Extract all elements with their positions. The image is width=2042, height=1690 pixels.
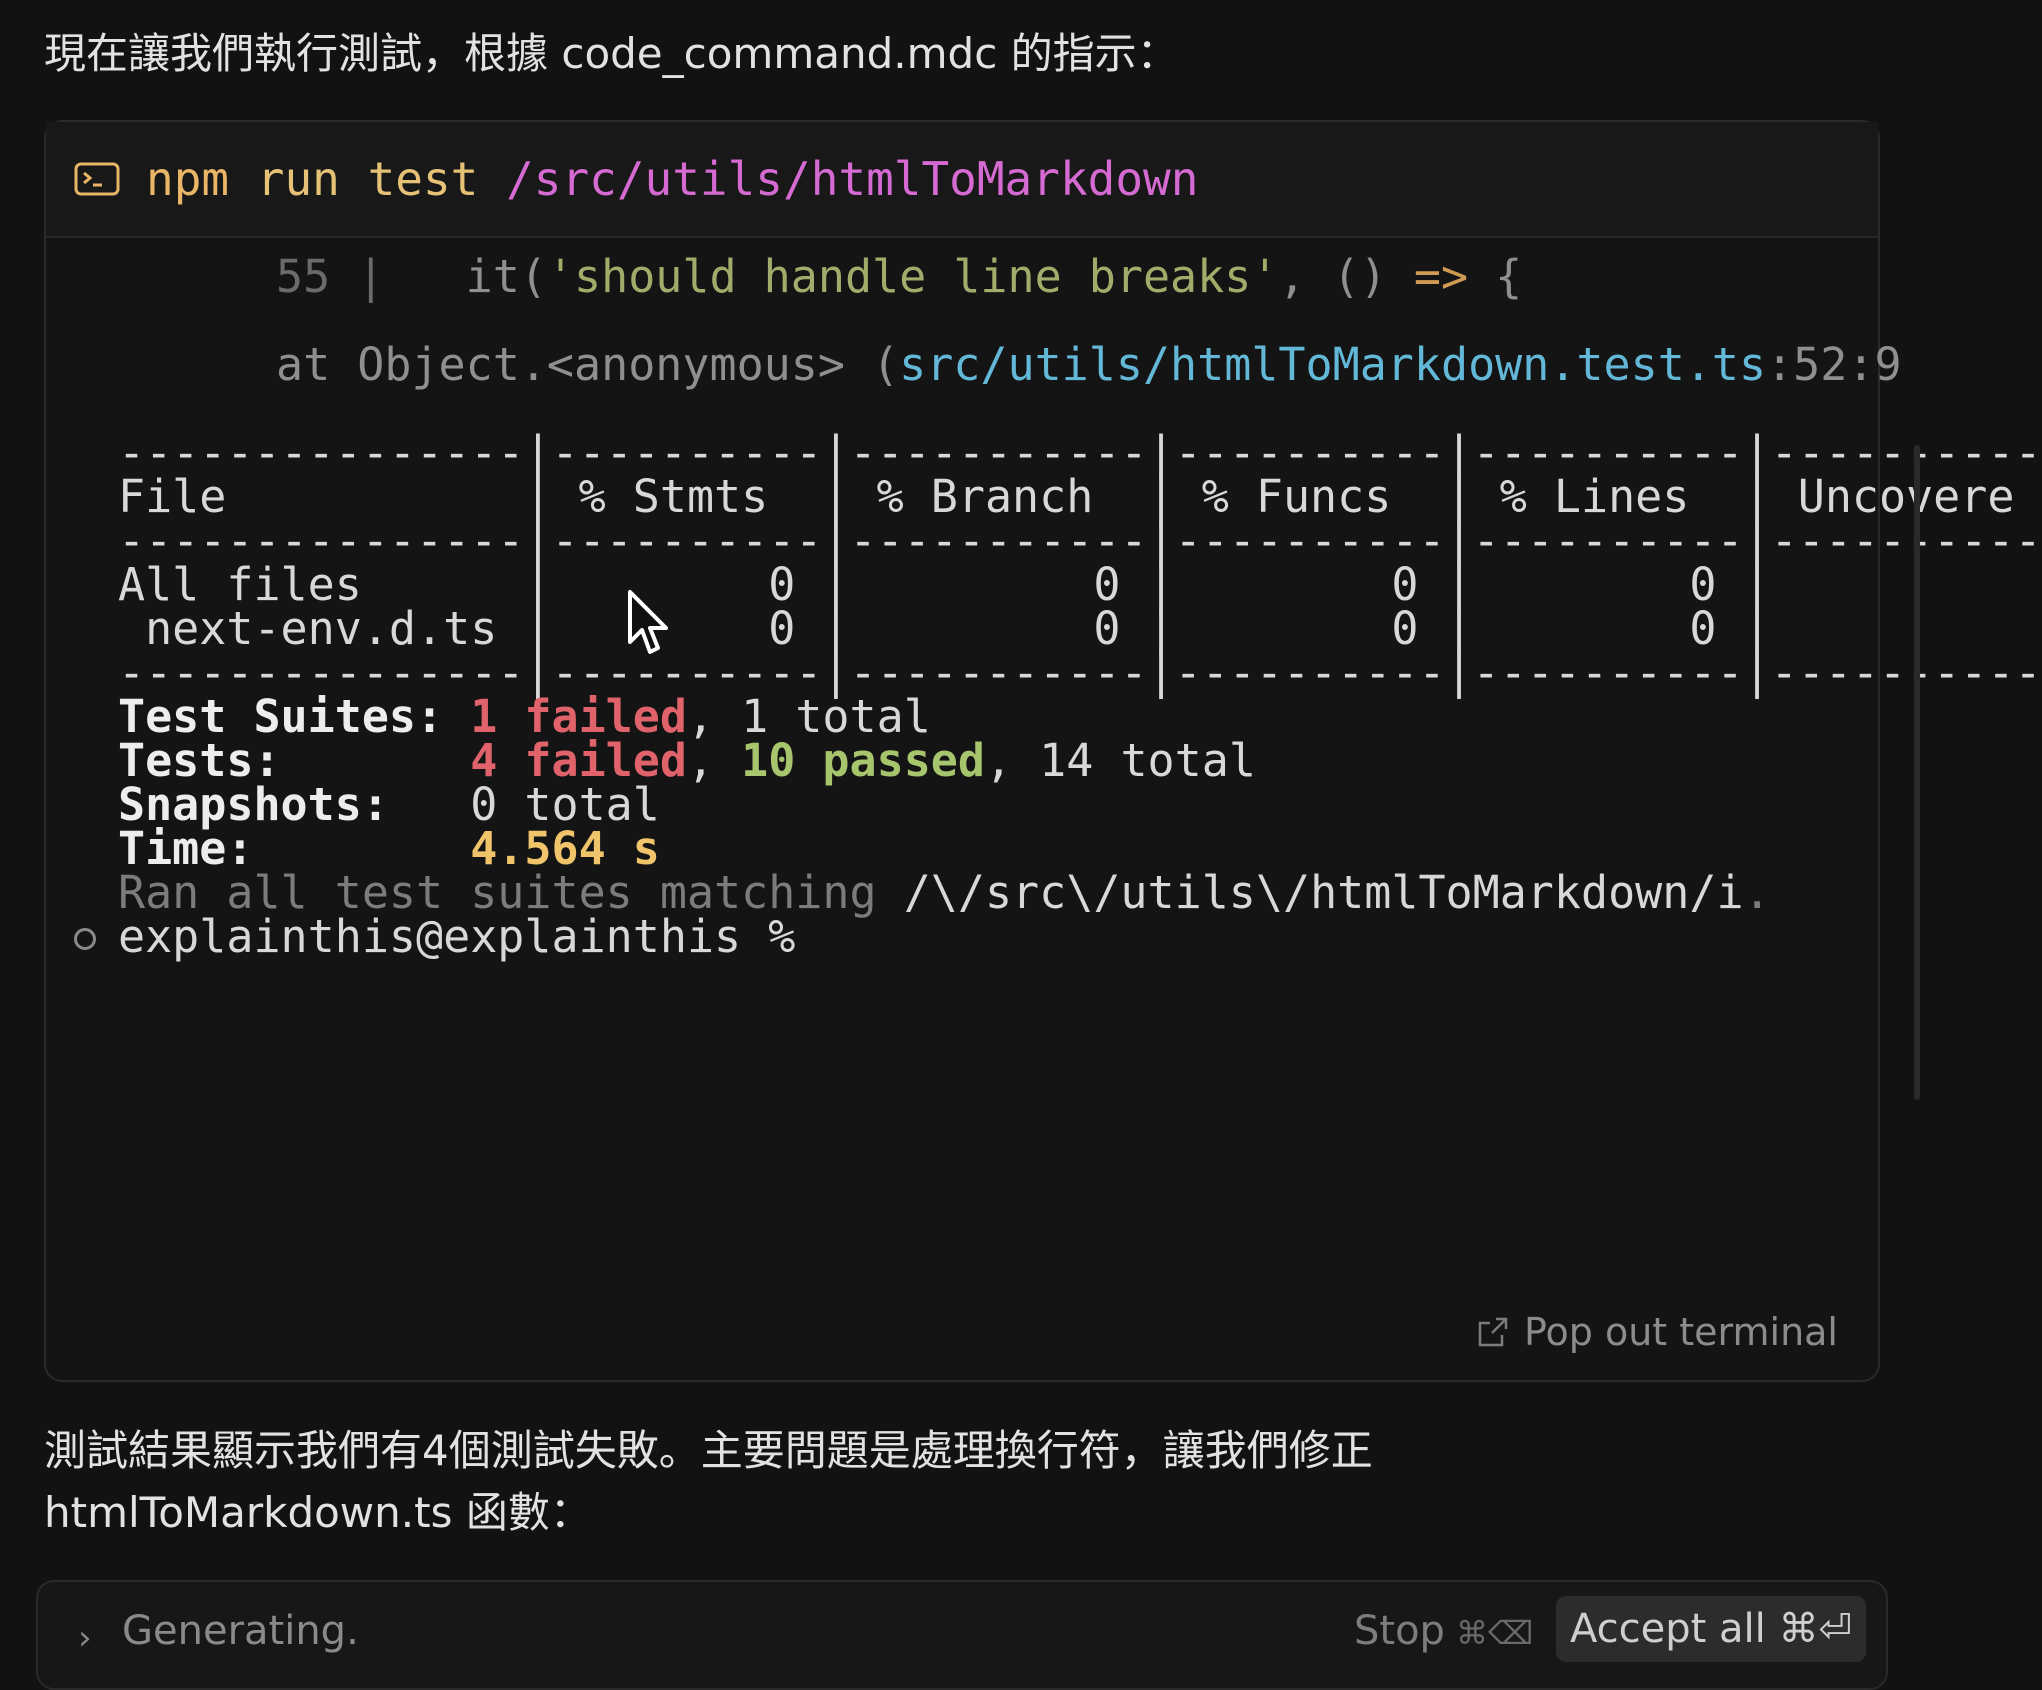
table-divider-top: ---------------|----------|-----------|-… <box>118 426 2042 479</box>
summary-time: Time: 4.564 s <box>118 822 660 875</box>
generating-status: Generating. <box>122 1608 359 1654</box>
scrollbar[interactable] <box>1914 445 1920 1100</box>
stack-trace-line: at Object.<anonymous> (src/utils/htmlToM… <box>276 338 1902 391</box>
generation-bar: › Generating. Stop ⌘⌫ Accept all ⌘⏎ <box>36 1580 1888 1690</box>
table-divider-bottom: ---------------|----------|-----------|-… <box>118 646 2042 699</box>
accept-all-button[interactable]: Accept all ⌘⏎ <box>1556 1596 1866 1662</box>
command-text: npm run test /src/utils/htmlToMarkdown <box>146 152 1199 206</box>
summary-tests: Tests: 4 failed, 10 passed, 14 total <box>118 734 1256 787</box>
chevron-right-icon[interactable]: › <box>78 1618 92 1658</box>
stop-shortcut: ⌘⌫ <box>1456 1614 1534 1652</box>
terminal-output[interactable]: 55 | it('should handle line breaks', () … <box>46 238 2042 1380</box>
terminal-card: npm run test /src/utils/htmlToMarkdown 5… <box>44 120 2042 1382</box>
table-divider-mid: ---------------|----------|-----------|-… <box>118 514 2042 567</box>
ran-all-line: Ran all test suites matching /\/src\/uti… <box>118 866 1771 919</box>
prompt-status-icon <box>74 928 96 950</box>
outro-line-1: 測試結果顯示我們有4個測試失敗。主要問題是處理換行符，讓我們修正 <box>44 1426 1373 1475</box>
pop-out-label: Pop out terminal <box>1523 1310 1838 1354</box>
stop-button[interactable]: Stop <box>1354 1608 1445 1654</box>
intro-text: 現在讓我們執行測試，根據 code_command.mdc 的指示： <box>44 29 1179 78</box>
external-link-icon <box>1478 1317 1508 1347</box>
outro-text: 測試結果顯示我們有4個測試失敗。主要問題是處理換行符，讓我們修正 htmlToM… <box>44 1420 1373 1544</box>
terminal-header: npm run test /src/utils/htmlToMarkdown <box>46 122 1878 238</box>
table-row-next-env: next-env.d.ts | 0 | 0 | 0 | 0 | <box>118 602 1771 655</box>
table-header: File | % Stmts | % Branch | % Funcs | % … <box>118 470 2015 523</box>
summary-snapshots: Snapshots: 0 total <box>118 778 660 831</box>
summary-suites: Test Suites: 1 failed, 1 total <box>118 690 931 743</box>
terminal-icon <box>74 162 120 196</box>
table-row-all-files: All files | 0 | 0 | 0 | 0 | <box>118 558 1771 611</box>
mouse-cursor-icon <box>628 590 668 654</box>
code-snippet-line: 55 | it('should handle line breaks', () … <box>276 250 1523 303</box>
shell-prompt[interactable]: explainthis@explainthis % <box>118 910 796 963</box>
outro-line-2: htmlToMarkdown.ts 函數： <box>44 1488 592 1537</box>
pop-out-terminal-button[interactable]: Pop out terminal <box>1476 1310 1838 1354</box>
